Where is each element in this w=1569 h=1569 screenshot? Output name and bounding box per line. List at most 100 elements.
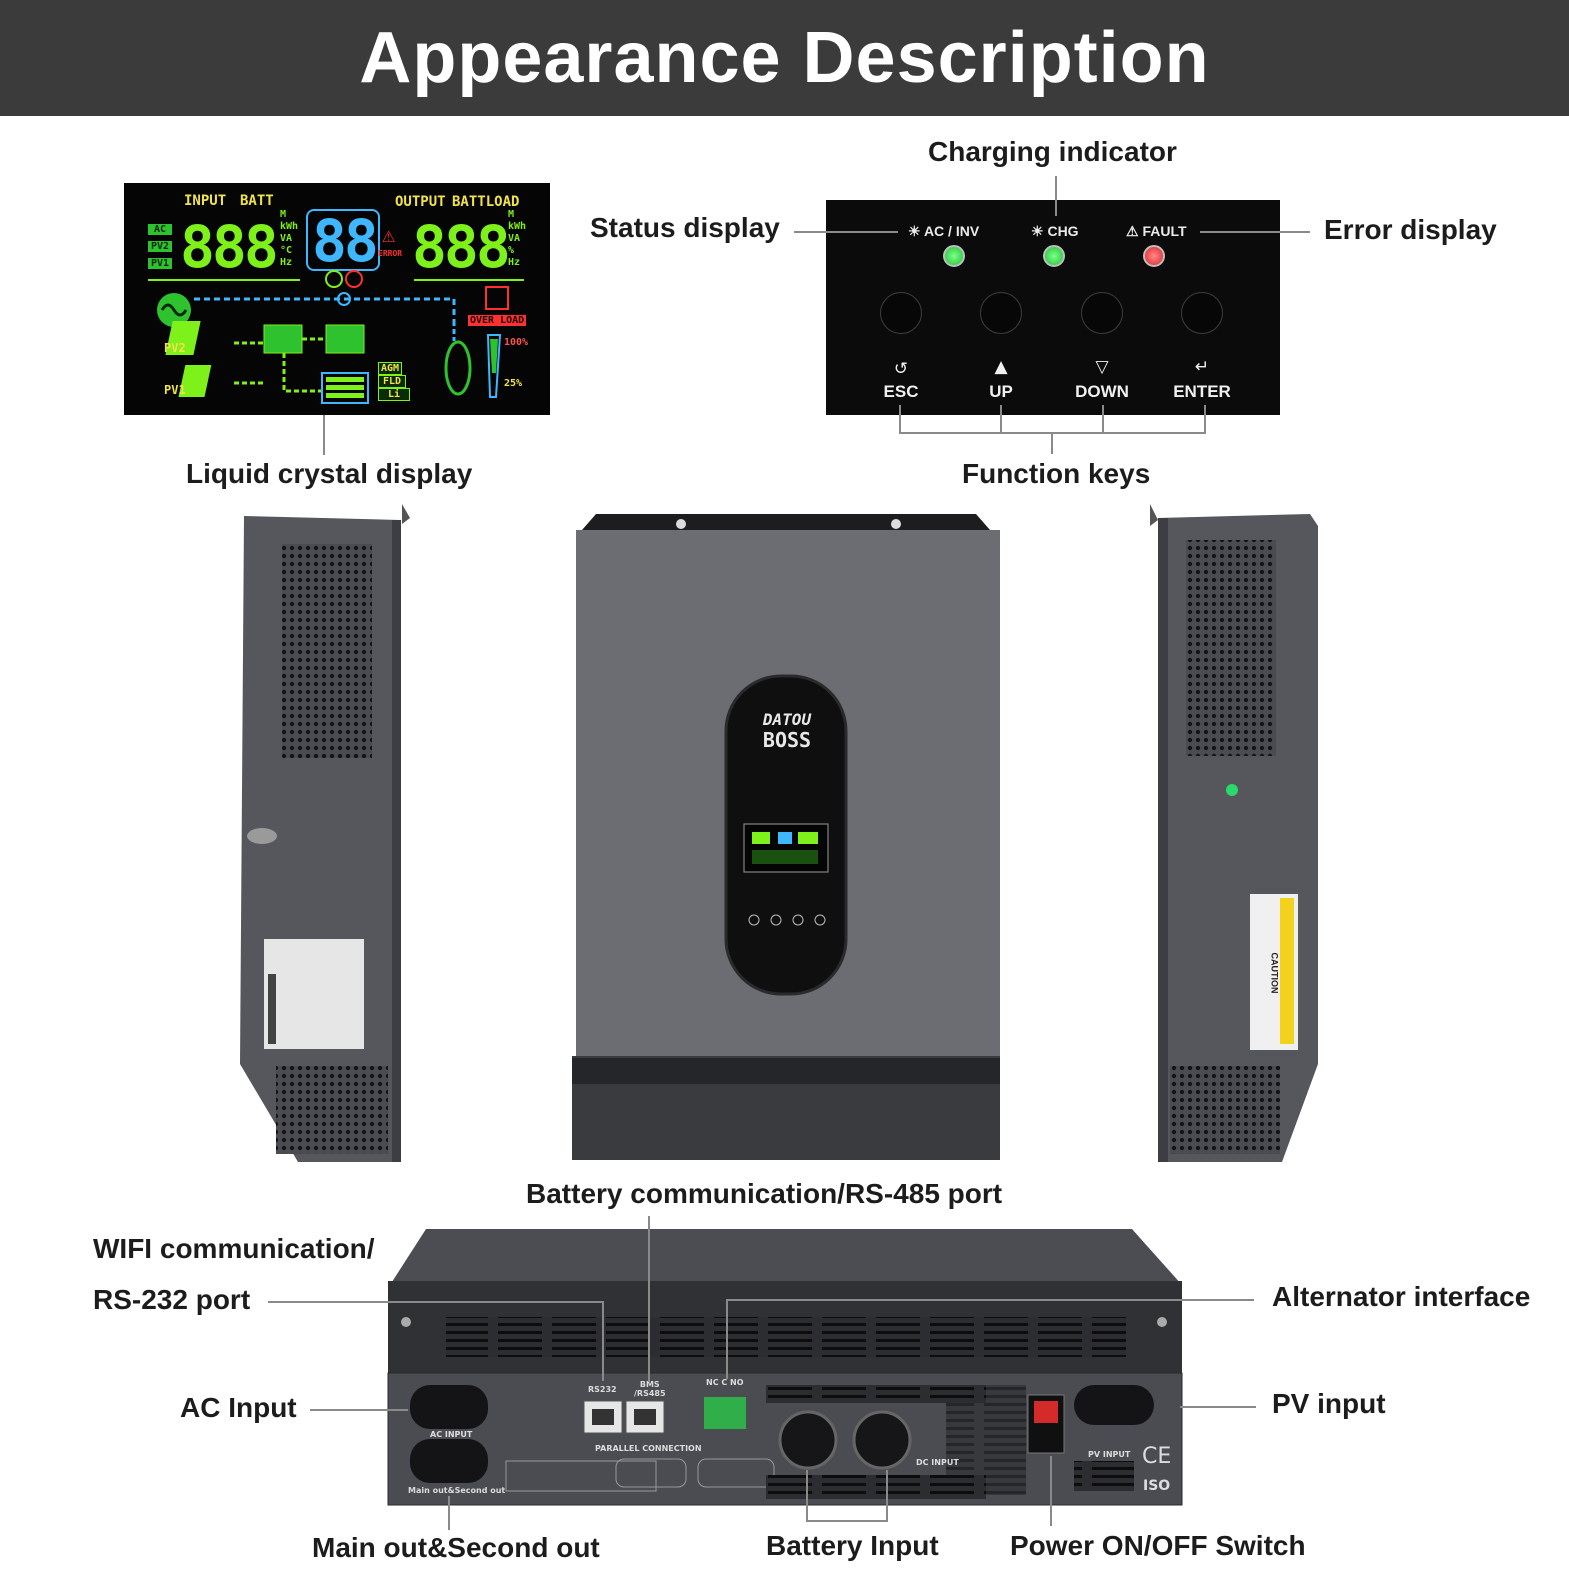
rear-ac-input-label: AC INPUT [430,1430,473,1439]
ac-input-callout: AC Input [180,1392,297,1423]
pv-input-socket [1074,1385,1154,1425]
lcd-units-left: M kWh VA °C Hz [280,209,299,268]
lcd-li-tag: Li [378,388,411,401]
down-arrow-icon: ▽ [1095,357,1109,377]
lcd-batt-label: BATT [240,193,274,209]
esc-key-label: ESC [883,382,919,401]
down-button[interactable] [1081,292,1123,334]
battery-comm-callout: Battery communication/RS-485 port [526,1178,1003,1209]
caution-label: CAUTION [1269,952,1280,994]
ac-input-socket [410,1385,488,1429]
lcd-callout-label: Liquid crystal display [186,458,473,489]
key-bracket-esc [899,405,901,433]
converter-icon [325,324,365,354]
charging-callout-line [1055,176,1057,216]
lcd-digits-left: 888 [180,213,279,281]
error-callout-line [1200,231,1310,233]
battery-input-bracket-right [886,1470,888,1522]
esc-button[interactable] [880,292,922,334]
battery-comm-callout-line [648,1216,650,1382]
up-arrow-icon: ▲ [994,357,1008,377]
lcd-flow-diagram [157,270,509,404]
wifi-callout-vline [602,1301,604,1381]
fan-icon [325,270,343,288]
brand-logo: DATOU BOSS [762,710,812,752]
power-switch-callout-line [1050,1456,1052,1526]
wifi-callout-hline [268,1301,604,1303]
warning-icon: ⚠ [382,223,396,248]
wifi-callout-line1: WIFI communication/ [93,1233,375,1264]
lcd-output-label: OUTPUT [395,194,446,210]
sun-icon: ☀ [1031,223,1044,239]
pv2-panel-icon [165,321,201,355]
enter-button[interactable] [1181,292,1223,334]
rear-main-out-label: Main out&Second out [408,1486,506,1495]
load-level-icon [486,334,502,398]
lcd-agm-tag: AGM [378,362,403,375]
sun-icon: ☀ [908,223,921,239]
function-keys-callout: Function keys [962,458,1151,489]
load-bulb-icon [444,340,472,396]
front-view [572,514,1000,1160]
lcd-pv2-tag: PV2 [148,241,173,252]
error-display-callout: Error display [1324,214,1497,245]
ac-inv-indicator-label: ☀ AC / INV [908,223,980,239]
lcd-pv1-text: PV1 [164,383,186,397]
up-key-label: UP [989,382,1013,401]
nc-c-no-label: NC C NO [706,1378,744,1387]
status-display-callout: Status display [590,212,780,243]
page-title: Appearance Description [359,18,1210,98]
key-bracket-up [1000,405,1002,433]
status-callout-line [794,231,898,233]
fault-led [1143,245,1165,267]
lcd-pv1-tag: PV1 [148,258,173,269]
battery-negative-terminal [852,1410,912,1470]
lcd-error-label: ERROR [378,249,403,258]
lcd-ac-tag: AC [148,224,173,235]
pv1-panel-icon [178,365,212,397]
battery-input-callout: Battery Input [766,1530,939,1561]
lcd-digits-mid: 88 [312,207,379,275]
lcd-overload-label: OVER LOAD [468,315,527,326]
right-side-view [1150,504,1318,1162]
wifi-callout-line2: RS-232 port [93,1284,251,1315]
pv-input-callout: PV input [1272,1388,1386,1419]
lcd-input-label: INPUT [184,193,227,209]
key-bracket-down [1102,405,1104,433]
bms-label: BMS /RS485 [634,1380,666,1398]
enter-icon: ↵ [1194,357,1210,377]
charging-indicator-callout: Charging indicator [928,136,1177,167]
lcd-battery-box [306,209,380,271]
lcd-units-right: M kWh VA % Hz [508,209,527,268]
header-banner: Appearance Description [0,0,1569,116]
pv-input-callout-line [1180,1406,1256,1408]
lcd-divider-left [148,279,300,281]
battery-positive-terminal [778,1410,838,1470]
lcd-100-pct: 100% [504,337,529,348]
lcd-divider-right [414,279,524,281]
battery-icon [321,372,369,404]
battery-input-bracket-bottom [806,1520,888,1522]
key-bracket-enter [1204,405,1206,433]
iso-mark: ISO [1143,1478,1171,1494]
rear-view [387,1229,1183,1506]
alternator-terminal [704,1397,746,1429]
charging-led [1043,245,1065,267]
alternator-callout-vline [726,1299,728,1379]
main-out-callout-line [448,1496,450,1530]
enter-key-label: ENTER [1173,382,1231,401]
key-bracket-stem [1051,432,1053,454]
lcd-fld-tag: FLD [378,375,407,388]
power-switch-callout: Power ON/OFF Switch [1010,1530,1306,1561]
up-button[interactable] [980,292,1022,334]
lcd-25-pct: 25% [504,378,523,389]
lcd-pv2-text: PV2 [164,341,186,355]
lcd-callout-line [323,415,325,455]
esc-icon: ↺ [893,359,909,379]
gauge-icon [345,270,363,288]
rs232-label: RS232 [588,1385,617,1394]
lcd-digits-right: 888 [412,213,511,281]
alternator-callout-hline [726,1299,1254,1301]
inverter-icon [263,324,303,354]
alternator-callout: Alternator interface [1272,1281,1531,1312]
